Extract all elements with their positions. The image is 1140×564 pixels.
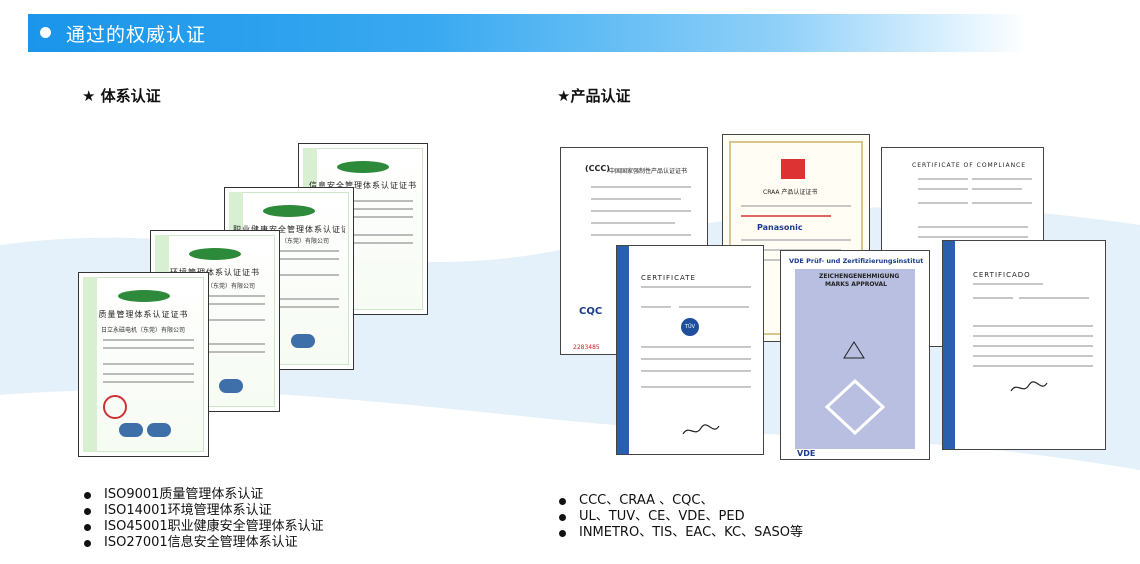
cert-company: （东莞）有限公司 (281, 238, 330, 245)
green-leaf-logo-icon (189, 248, 241, 260)
panasonic-brand: Panasonic (757, 223, 803, 232)
vde-triangle-icon (843, 341, 865, 359)
product-cert-heading: ★产品认证 (557, 87, 631, 105)
cert-title: 中国国家强制性产品认证证书 (609, 168, 688, 175)
craa-logo-icon (781, 159, 805, 179)
list-item: ISO45001职业健康安全管理体系认证 (82, 519, 324, 535)
cert-company: （东莞）有限公司 (207, 283, 256, 290)
green-leaf-logo-icon (263, 205, 315, 217)
ccc-logo-icon: (CCC) (585, 164, 610, 173)
cnas-badge-icon (119, 423, 143, 437)
green-leaf-logo-icon (337, 161, 389, 173)
certificate-iso9001: 质量管理体系认证证书 日立永磁电机（东莞）有限公司 (78, 272, 209, 457)
cqc-mark: CQC (579, 306, 603, 317)
cert-title: 职业健康安全管理体系认证证书 (233, 225, 345, 234)
vde-box-subtitle: MARKS APPROVAL (825, 281, 887, 288)
signature-icon (1010, 381, 1048, 392)
certificate-certificado: CERTIFICADO (942, 240, 1106, 450)
list-item: INMETRO、TIS、EAC、KC、SASO等 (557, 525, 803, 541)
cert-title: CRAA 产品认证证书 (763, 189, 818, 196)
vde-header: VDE Prüf- und Zertifizierungsinstitut (789, 257, 924, 265)
system-cert-list: ISO9001质量管理体系认证 ISO14001环境管理体系认证 ISO4500… (82, 487, 324, 551)
list-item: ISO9001质量管理体系认证 (82, 487, 324, 503)
cert-number: 2283485 (573, 344, 600, 351)
vde-footer-logo: VDE (797, 449, 816, 458)
tuv-logo-icon: TÜV (681, 318, 699, 336)
cnas-badge-icon (219, 379, 243, 393)
section-header-bar: 通过的权威认证 (28, 14, 1028, 52)
cnas-badge-icon (147, 423, 171, 437)
product-cert-list: CCC、CRAA 、CQC、 UL、TUV、CE、VDE、PED INMETRO… (557, 493, 803, 541)
list-item: CCC、CRAA 、CQC、 (557, 493, 803, 509)
bullet-dot-icon (40, 27, 51, 38)
list-item: ISO14001环境管理体系认证 (82, 503, 324, 519)
cert-title: CERTIFICADO (973, 271, 1031, 279)
list-item: ISO27001信息安全管理体系认证 (82, 535, 324, 551)
cert-company: 日立永磁电机（东莞）有限公司 (101, 327, 186, 334)
cert-title: CERTIFICATE OF COMPLIANCE (912, 162, 1027, 169)
cert-title: CERTIFICATE (641, 274, 696, 282)
cert-title: 信息安全管理体系认证证书 (309, 181, 417, 190)
vde-box-title: ZEICHENGENEHMIGUNG (819, 273, 900, 280)
red-seal-icon (103, 395, 127, 419)
cnas-badge-icon (291, 334, 315, 348)
vde-approval-box (795, 269, 915, 449)
green-leaf-logo-icon (117, 290, 170, 302)
certificate-vde: VDE Prüf- und Zertifizierungsinstitut ZE… (780, 250, 930, 460)
vde-watermark-icon (825, 379, 885, 435)
cert-title: 质量管理体系认证证书 (98, 310, 189, 319)
certificate-tuv: CERTIFICATE TÜV (616, 245, 764, 455)
signature-icon (682, 424, 720, 435)
page-title: 通过的权威认证 (66, 24, 207, 46)
cert-title: 环境管理体系认证证书 (170, 268, 260, 277)
system-cert-heading: ★ 体系认证 (82, 87, 161, 105)
list-item: UL、TUV、CE、VDE、PED (557, 509, 803, 525)
